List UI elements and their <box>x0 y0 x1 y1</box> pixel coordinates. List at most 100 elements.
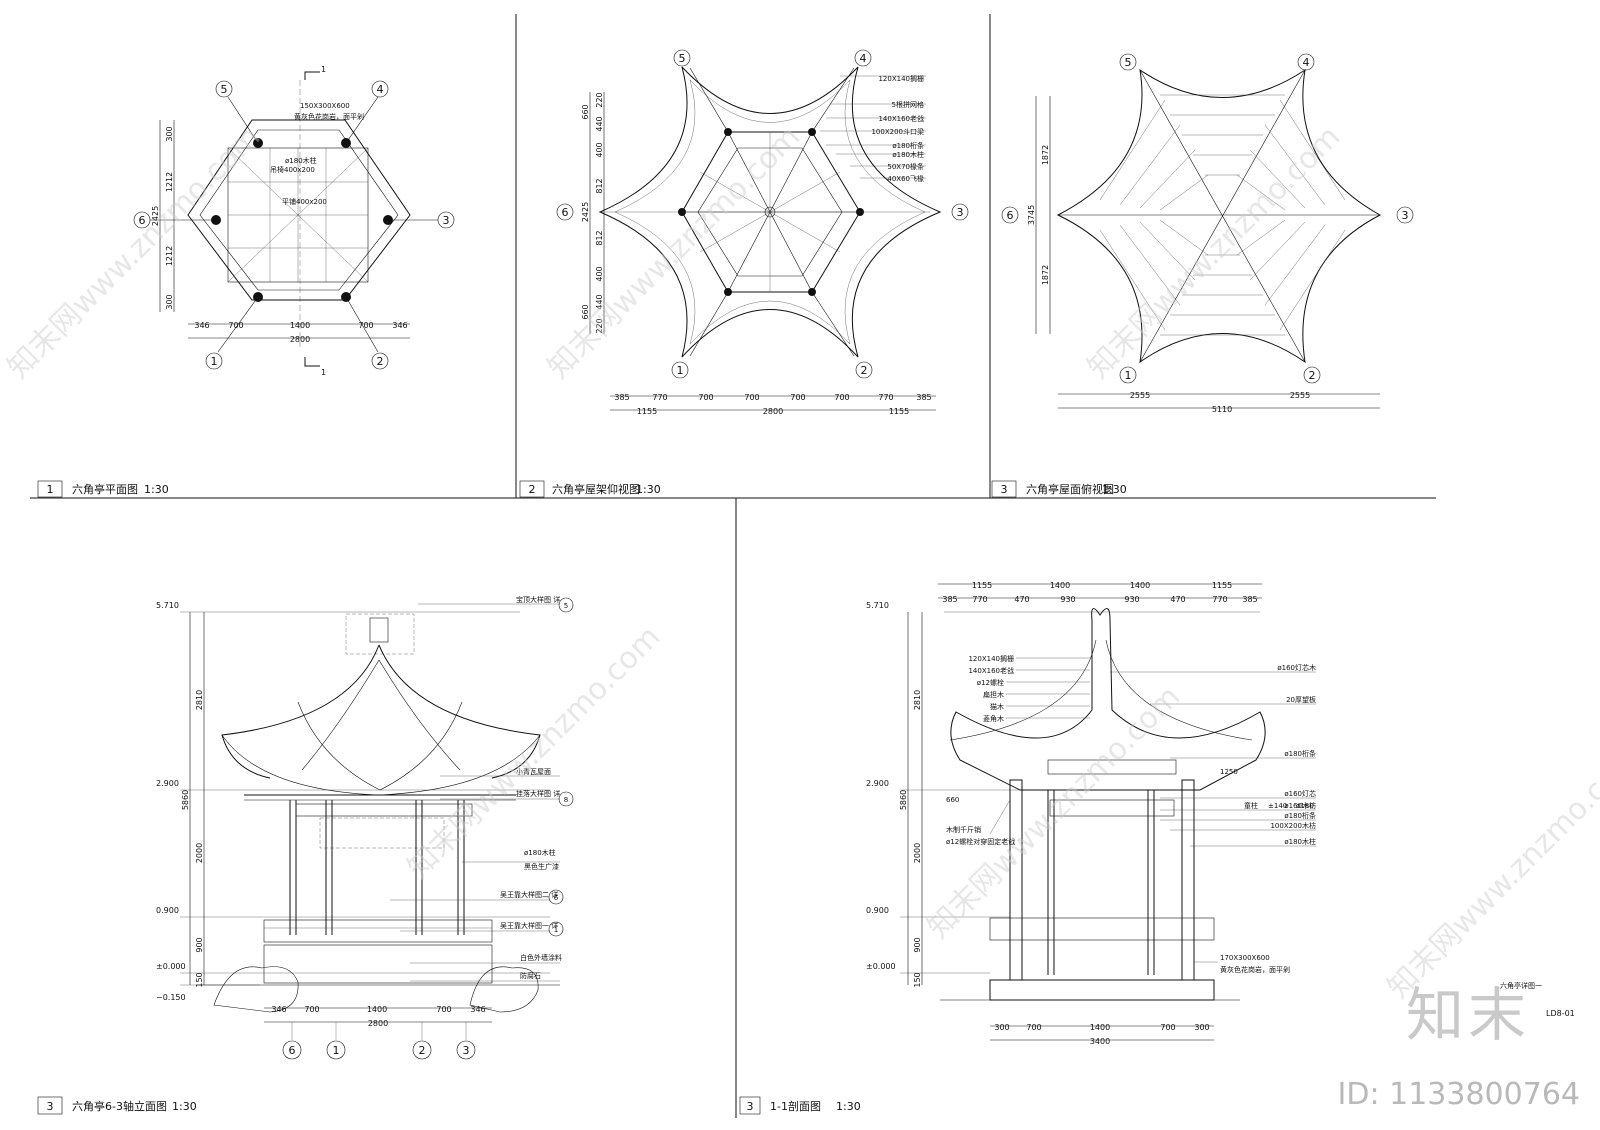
svg-text:170X300X600: 170X300X600 <box>1220 954 1270 962</box>
svg-text:ø12螺栓对穿固定老戗: ø12螺栓对穿固定老戗 <box>946 837 1015 846</box>
svg-text:知末网www.znzmo.com: 知末网www.znzmo.com <box>1 119 267 385</box>
panel-scale: 1:30 <box>1102 483 1127 496</box>
svg-text:300: 300 <box>1194 1023 1209 1032</box>
title-block-5: 3 1-1剖面图 1:30 <box>739 1096 861 1115</box>
svg-text:ø180: ø180 <box>1296 802 1314 810</box>
svg-text:扁担木: 扁担木 <box>983 690 1004 699</box>
svg-text:150: 150 <box>195 972 204 987</box>
svg-text:1400: 1400 <box>290 321 310 330</box>
elevation-view: 5.710 2.900 0.900 ±0.000 −0.150 2810 200… <box>156 595 574 1040</box>
svg-text:3745: 3745 <box>1027 205 1036 225</box>
svg-text:20厚望板: 20厚望板 <box>1286 695 1316 704</box>
svg-text:知末网www.znzmo.com: 知末网www.znzmo.com <box>541 119 807 385</box>
svg-text:1400: 1400 <box>1050 581 1070 590</box>
svg-text:±0.000: ±0.000 <box>156 962 186 971</box>
svg-text:40X60飞椽: 40X60飞椽 <box>887 174 924 183</box>
svg-text:白色外墙涂料: 白色外墙涂料 <box>520 953 562 962</box>
svg-text:1: 1 <box>677 364 684 377</box>
svg-text:100X200斗口梁: 100X200斗口梁 <box>871 127 924 136</box>
svg-text:2000: 2000 <box>913 843 922 863</box>
svg-text:1: 1 <box>321 65 326 74</box>
svg-text:220: 220 <box>595 92 604 107</box>
svg-text:猫木: 猫木 <box>990 702 1004 711</box>
svg-text:812: 812 <box>595 230 604 245</box>
svg-text:400: 400 <box>595 142 604 157</box>
svg-text:3400: 3400 <box>1090 1037 1110 1046</box>
svg-text:知末网www.znzmo.com: 知末网www.znzmo.com <box>1081 119 1347 385</box>
elevation-axis-markers: 6 1 2 3 <box>282 1040 476 1060</box>
svg-text:ø160木枋: ø160木枋 <box>1284 801 1316 810</box>
svg-text:菱角木: 菱角木 <box>983 714 1004 723</box>
svg-text:150X300X600: 150X300X600 <box>300 102 350 110</box>
svg-text:1212: 1212 <box>165 172 174 192</box>
svg-text:120X140搁栅: 120X140搁栅 <box>968 654 1014 663</box>
svg-text:6: 6 <box>139 214 146 227</box>
svg-text:2.900: 2.900 <box>866 779 889 788</box>
svg-text:ø180木柱: ø180木柱 <box>285 156 317 165</box>
svg-text:ø160灯芯木: ø160灯芯木 <box>1277 663 1316 672</box>
svg-text:1: 1 <box>211 355 218 368</box>
svg-text:2555: 2555 <box>1130 391 1150 400</box>
panel-title: 六角亭屋架仰视图 <box>552 482 640 496</box>
svg-text:4: 4 <box>1303 56 1310 69</box>
svg-text:5860: 5860 <box>181 790 190 810</box>
title-block-3: 3 六角亭屋面俯视图 1:30 <box>991 480 1127 498</box>
panel-number: 3 <box>1001 483 1008 496</box>
svg-text:LD8-01: LD8-01 <box>1546 1009 1575 1018</box>
svg-text:346: 346 <box>271 1005 286 1014</box>
svg-text:3: 3 <box>1402 209 1409 222</box>
svg-text:1: 1 <box>554 926 558 934</box>
svg-text:2810: 2810 <box>913 690 922 710</box>
svg-text:700: 700 <box>834 393 849 402</box>
svg-text:1: 1 <box>333 1044 340 1057</box>
svg-text:2: 2 <box>377 355 384 368</box>
svg-text:1155: 1155 <box>637 407 657 416</box>
watermarks: 知末网www.znzmo.com 知末网www.znzmo.com 知末网www… <box>1 119 1600 1005</box>
svg-text:1400: 1400 <box>1090 1023 1110 1032</box>
svg-text:1: 1 <box>1125 369 1132 382</box>
svg-text:宝顶大样图 详: 宝顶大样图 详 <box>516 595 560 604</box>
svg-text:2425: 2425 <box>151 206 160 226</box>
svg-text:2800: 2800 <box>763 407 783 416</box>
svg-text:385: 385 <box>916 393 931 402</box>
svg-text:5根拼网格: 5根拼网格 <box>892 100 924 109</box>
svg-text:5.710: 5.710 <box>156 601 179 610</box>
svg-text:930: 930 <box>1060 595 1075 604</box>
svg-text:700: 700 <box>744 393 759 402</box>
svg-text:平铺400x200: 平铺400x200 <box>282 197 327 206</box>
svg-text:5.710: 5.710 <box>866 601 889 610</box>
svg-text:5: 5 <box>221 83 228 96</box>
svg-text:1155: 1155 <box>1212 581 1232 590</box>
svg-text:900: 900 <box>195 937 204 952</box>
panel-title: 六角亭6-3轴立面图 <box>72 1099 167 1113</box>
svg-text:770: 770 <box>878 393 893 402</box>
svg-text:385: 385 <box>942 595 957 604</box>
title-block-4: 3 六角亭6-3轴立面图 1:30 <box>37 1096 197 1115</box>
title-block-1: 1 六角亭平面图 1:30 <box>37 480 169 498</box>
panel-title: 六角亭平面图 <box>72 482 138 496</box>
svg-text:700: 700 <box>228 321 243 330</box>
svg-text:3: 3 <box>443 214 450 227</box>
svg-text:770: 770 <box>652 393 667 402</box>
svg-text:1872: 1872 <box>1041 145 1050 165</box>
svg-text:385: 385 <box>614 393 629 402</box>
svg-text:5: 5 <box>679 52 686 65</box>
ceiling-axis-markers: 5 4 6 3 1 2 <box>556 49 969 379</box>
svg-text:300: 300 <box>994 1023 1009 1032</box>
svg-text:1400: 1400 <box>1130 581 1150 590</box>
svg-text:6: 6 <box>1007 209 1014 222</box>
svg-text:黄灰色花岗岩，面平剁: 黄灰色花岗岩，面平剁 <box>1220 965 1290 974</box>
svg-text:挂落大样图 详: 挂落大样图 详 <box>516 789 560 798</box>
svg-text:1872: 1872 <box>1041 265 1050 285</box>
panel-scale: 1:30 <box>636 483 661 496</box>
svg-text:吴王靠大样图一 详: 吴王靠大样图一 详 <box>500 921 558 930</box>
svg-text:660: 660 <box>946 796 959 804</box>
svg-text:3: 3 <box>957 206 964 219</box>
svg-text:吊椅400x200: 吊椅400x200 <box>270 165 315 174</box>
svg-text:5: 5 <box>564 602 568 610</box>
svg-text:700: 700 <box>1026 1023 1041 1032</box>
panel-title: 六角亭屋面俯视图 <box>1026 482 1114 496</box>
svg-text:1155: 1155 <box>972 581 992 590</box>
svg-text:346: 346 <box>194 321 209 330</box>
